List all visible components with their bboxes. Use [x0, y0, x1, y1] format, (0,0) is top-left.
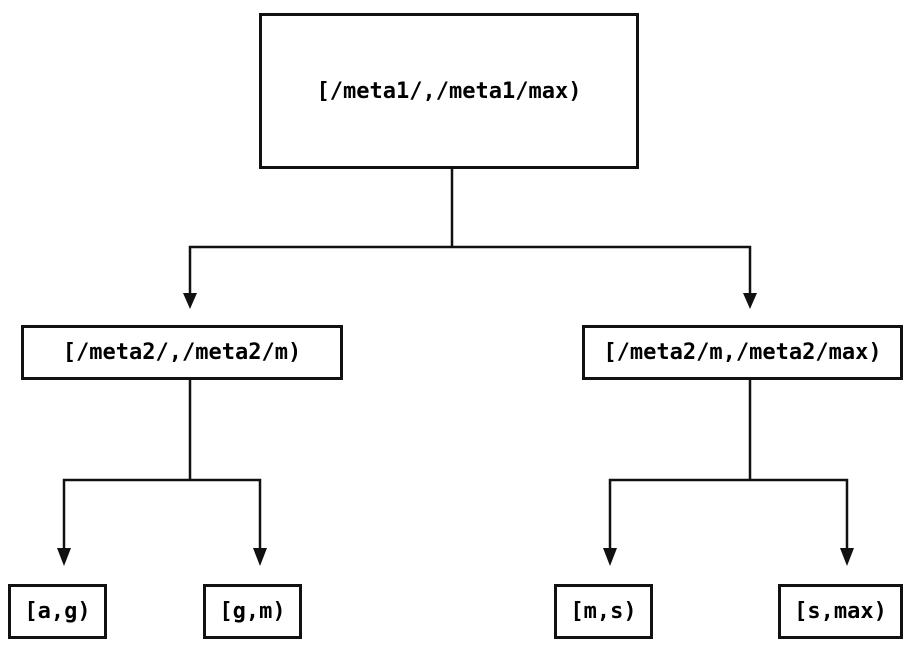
- arrow-down-icon: [603, 548, 617, 566]
- tree-node-leaf-smax-label: [s,max): [794, 599, 887, 624]
- arrow-down-icon: [57, 548, 71, 566]
- tree-node-leaf-ms-label: [m,s): [570, 599, 637, 624]
- tree-node-leaf-gm-label: [g,m): [219, 599, 286, 624]
- edge-root-split: [188, 245, 752, 294]
- tree-node-root: [/meta1/,/meta1/max): [259, 13, 639, 169]
- arrow-down-icon: [840, 548, 854, 566]
- tree-node-leaf-ms: [m,s): [554, 584, 653, 639]
- tree-node-left-label: [/meta2/,/meta2/m): [62, 340, 302, 365]
- tree-node-right: [/meta2/m,/meta2/max): [582, 325, 903, 380]
- arrow-down-icon: [183, 293, 197, 309]
- tree-node-leaf-smax: [s,max): [778, 584, 903, 639]
- tree-node-leaf-gm: [g,m): [203, 584, 302, 639]
- edge-left-split: [62, 478, 262, 549]
- tree-node-leaf-ag: [a,g): [8, 584, 107, 639]
- tree-node-left: [/meta2/,/meta2/m): [21, 325, 343, 380]
- tree-node-leaf-ag-label: [a,g): [24, 599, 91, 624]
- tree-node-root-label: [/meta1/,/meta1/max): [316, 78, 582, 104]
- arrow-down-icon: [743, 293, 757, 309]
- arrow-down-icon: [253, 548, 267, 566]
- edge-right-split: [608, 478, 849, 549]
- tree-node-right-label: [/meta2/m,/meta2/max): [603, 340, 882, 365]
